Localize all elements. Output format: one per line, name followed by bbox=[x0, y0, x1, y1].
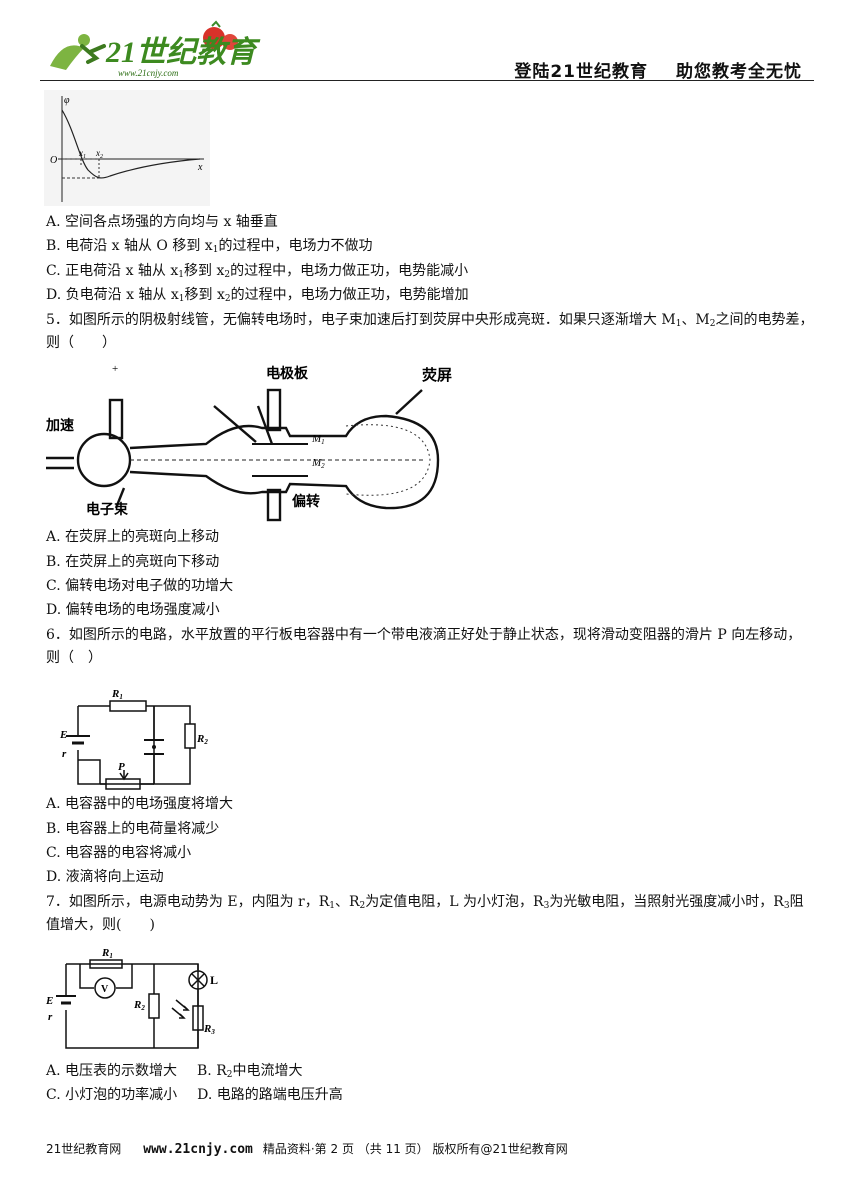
q6-option-c: C. 电容器的电容将减小 bbox=[46, 845, 192, 861]
screen-label: 荧屏 bbox=[422, 366, 452, 384]
internal-r-label: r bbox=[62, 748, 67, 760]
origin-label: O bbox=[50, 155, 57, 166]
slogan-right: 助您教考全无忧 bbox=[676, 62, 802, 82]
electron-beam-label: 电子束 bbox=[86, 501, 129, 518]
x2-label: x2 bbox=[95, 148, 103, 160]
q4-option-c: C. 正电荷沿 x 轴从 x1移到 x2的过程中，电场力做正功，电势能减小 bbox=[46, 263, 469, 280]
m1-label: M1 bbox=[311, 433, 325, 446]
r2-label: R2 bbox=[196, 733, 208, 746]
logo-graphic: 21世纪教育 www.21cnjy.com bbox=[50, 20, 261, 78]
q7-internal-r-label: r bbox=[48, 1011, 53, 1023]
q7-option-b: B. R2中电流增大 bbox=[197, 1063, 303, 1080]
q7-r1-label: R1 bbox=[101, 947, 113, 960]
x-axis-label: x bbox=[197, 162, 203, 173]
q6-option-b: B. 电容器上的电荷量将减少 bbox=[46, 821, 220, 837]
slider-p-label: P bbox=[118, 761, 125, 773]
x1-label: x1 bbox=[78, 148, 86, 160]
phi-x-graph: φ O x1 x2 x bbox=[44, 90, 210, 206]
page-footer: 21世纪教育网 www.21cnjy.com 精品资料·第 2 页 （共 11 页）… bbox=[46, 1140, 568, 1157]
cathode-ray-tube-figure: 电极板 + + 荧屏 加速 电子束 偏转 M1 M2 bbox=[45, 363, 452, 522]
q7-r3-label: R3 bbox=[203, 1023, 215, 1036]
q5-option-a: A. 在荧屏上的亮斑向上移动 bbox=[46, 529, 220, 545]
site-logo[interactable]: 21世纪教育 www.21cnjy.com bbox=[44, 18, 261, 80]
q7-option-a: A. 电压表的示数增大 bbox=[46, 1063, 178, 1079]
plus-sign-b: + bbox=[276, 369, 282, 381]
voltmeter-label: V bbox=[101, 984, 109, 995]
r1-label: R1 bbox=[111, 688, 123, 701]
lamp-label: L bbox=[210, 973, 218, 987]
accelerate-label: 加速 bbox=[45, 417, 74, 434]
m2-label: M2 bbox=[311, 457, 325, 470]
q7-stem: 7．如图所示，电源电动势为 E，内阻为 r，R1、R2为定值电阻，L 为小灯泡，… bbox=[46, 894, 804, 933]
q6-option-d: D. 液滴将向上运动 bbox=[46, 869, 164, 885]
q7-options-row-2: C. 小灯泡的功率减小 D. 电路的路端电压升高 bbox=[46, 1085, 343, 1105]
q7-options-row-1: A. 电压表的示数增大 B. R2中电流增大 bbox=[46, 1061, 302, 1081]
q5-option-c: C. 偏转电场对电子做的功增大 bbox=[46, 578, 234, 594]
plus-sign-a: + bbox=[112, 363, 118, 375]
slogan-left: 登陆21世纪教育 bbox=[514, 62, 648, 82]
q4-option-b: B. 电荷沿 x 轴从 O 移到 x1的过程中，电场力不做功 bbox=[46, 238, 373, 255]
q7-circuit-figure: R1 V L E r R2 R3 bbox=[45, 947, 218, 1049]
header-divider bbox=[40, 80, 814, 81]
logo-url: www.21cnjy.com bbox=[118, 68, 179, 78]
q6-circuit-figure: R1 R2 E r P bbox=[59, 688, 208, 790]
q6-stem: 6．如图所示的电路，水平放置的平行板电容器中有一个带电液滴正好处于静止状态，现将… bbox=[46, 627, 802, 666]
q7-r2-label: R2 bbox=[133, 999, 145, 1012]
q5-stem: 5．如图所示的阴极射线管，无偏转电场时，电子束加速后打到荧屏中央形成亮斑．如果只… bbox=[46, 312, 814, 351]
footer-site: 21世纪教育网 bbox=[46, 1142, 122, 1156]
footer-url-link[interactable]: www.21cnjy.com bbox=[143, 1142, 253, 1157]
logo-text: 21世纪教育 bbox=[105, 35, 261, 69]
plates-label: 电极板 bbox=[266, 365, 309, 382]
phi-label: φ bbox=[64, 95, 70, 106]
emf-label: E bbox=[59, 729, 67, 741]
deflect-label: 偏转 bbox=[292, 493, 320, 510]
q6-option-a: A. 电容器中的电场强度将增大 bbox=[46, 796, 234, 812]
q7-option-c: C. 小灯泡的功率减小 bbox=[46, 1087, 178, 1103]
q4-option-a: A. 空间各点场强的方向均与 x 轴垂直 bbox=[46, 214, 278, 230]
q7-option-d: D. 电路的路端电压升高 bbox=[197, 1087, 343, 1103]
q5-option-d: D. 偏转电场的电场强度减小 bbox=[46, 602, 220, 618]
q7-emf-label: E bbox=[45, 995, 53, 1007]
footer-page-info: 精品资料·第 2 页 （共 11 页） 版权所有@21世纪教育网 bbox=[262, 1142, 568, 1156]
header-slogan: 登陆21世纪教育 助您教考全无忧 bbox=[486, 57, 802, 82]
q5-option-b: B. 在荧屏上的亮斑向下移动 bbox=[46, 554, 220, 570]
q4-option-d: D. 负电荷沿 x 轴从 x1移到 x2的过程中，电场力做正功，电势能增加 bbox=[46, 287, 469, 304]
